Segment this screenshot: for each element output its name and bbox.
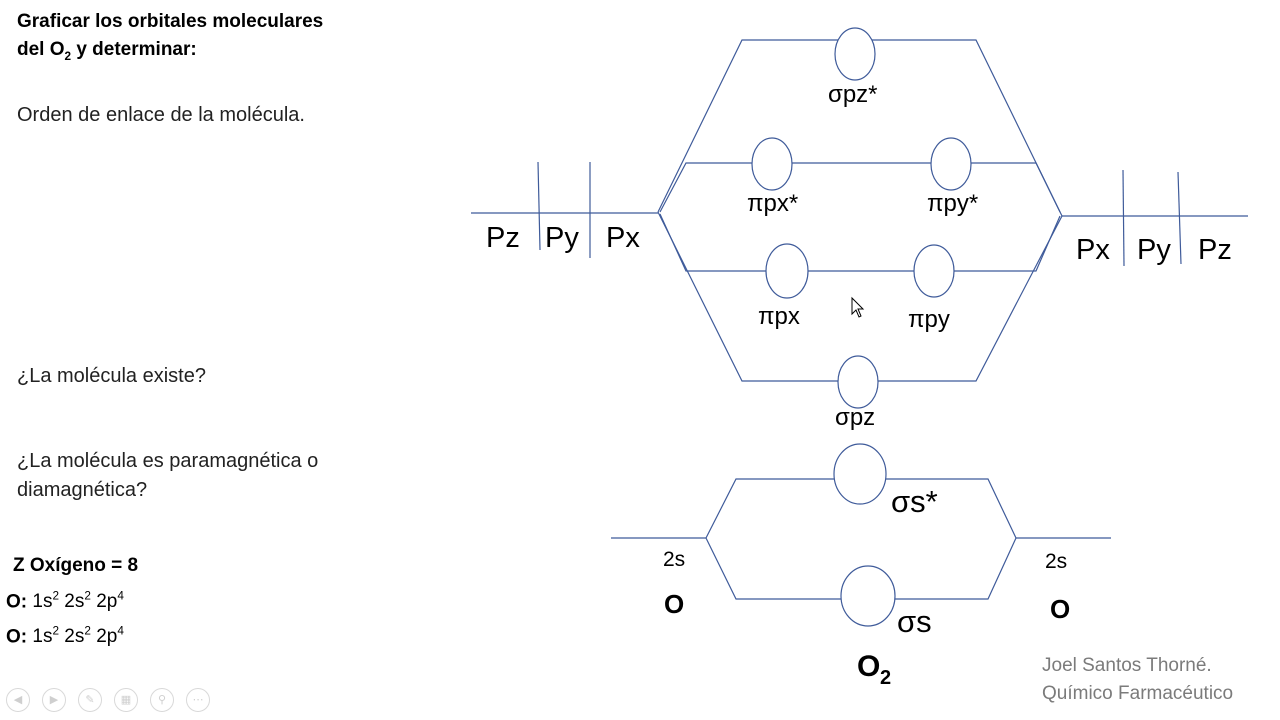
sigma-pz-label: σpz bbox=[835, 404, 875, 431]
left-2s-label: 2s bbox=[663, 548, 685, 571]
config-term: 1s2 bbox=[32, 625, 60, 648]
question-exists: ¿La molécula existe? bbox=[17, 365, 206, 387]
config-label: O: bbox=[6, 591, 28, 613]
sigma-pz-orbital bbox=[837, 355, 879, 409]
pi-star-band bbox=[659, 162, 1061, 213]
config-term: 2p4 bbox=[96, 625, 124, 648]
question-magnetic-2: diamagnética? bbox=[17, 479, 148, 501]
left-atom-label: O bbox=[664, 589, 684, 619]
pi-px-star-orbital bbox=[751, 137, 793, 191]
right-2s-label: 2s bbox=[1045, 550, 1067, 573]
left-p-label: Pz bbox=[486, 222, 520, 254]
orbital-ellipses bbox=[751, 27, 972, 627]
right-p-label: Px bbox=[1076, 234, 1110, 266]
right-p-label: Pz bbox=[1198, 234, 1232, 266]
more-icon[interactable]: ⋯ bbox=[186, 688, 210, 712]
forward-icon[interactable]: ▶ bbox=[42, 688, 66, 712]
p-labels: Pz Py Px Px Py Pz bbox=[486, 222, 1232, 266]
electron-config-1: O: 1s2 2s2 2p4 bbox=[6, 590, 124, 613]
mo-labels: σpz* πpx* πpy* πpx πpy σpz bbox=[747, 81, 978, 431]
author-name: Joel Santos Thorné. bbox=[1042, 655, 1212, 676]
zoom-icon[interactable]: ⚲ bbox=[150, 688, 174, 712]
title-line-1: Graficar los orbitales moleculares bbox=[17, 11, 324, 32]
slide-title: Graficar los orbitales moleculares del O… bbox=[17, 8, 323, 71]
question-magnetic-1: ¿La molécula es paramagnética o bbox=[17, 450, 319, 472]
sigma-pz-star-orbital bbox=[834, 27, 876, 81]
atom-labels: O O bbox=[664, 589, 1070, 624]
right-atom-label: O bbox=[1050, 594, 1070, 624]
config-term: 2s2 bbox=[64, 625, 91, 648]
electron-config-2: O: 1s2 2s2 2p4 bbox=[6, 625, 124, 648]
left-p-label: Px bbox=[606, 222, 640, 254]
sigma-pz-star-label: σpz* bbox=[828, 81, 878, 108]
question-bond-order: Orden de enlace de la molécula. bbox=[17, 104, 305, 126]
cursor-icon bbox=[851, 296, 865, 318]
left-p-label: Py bbox=[545, 222, 579, 254]
diagram-lines bbox=[471, 39, 1248, 600]
sigma-s-star-orbital bbox=[833, 443, 887, 505]
pi-band bbox=[659, 213, 1061, 272]
pi-py-label: πpy bbox=[908, 306, 950, 333]
config-label: O: bbox=[6, 626, 28, 648]
molecule-base: O bbox=[857, 650, 880, 683]
right-p-label: Py bbox=[1137, 234, 1171, 266]
pi-py-star-orbital bbox=[930, 137, 972, 191]
pi-py-star-label: πpy* bbox=[927, 190, 978, 217]
s-mo-labels: σs* σs bbox=[891, 484, 938, 639]
molecule-subscript: 2 bbox=[880, 667, 891, 689]
author-title: Químico Farmacéutico bbox=[1042, 683, 1234, 704]
title-line-2: del O2 y determinar: bbox=[17, 39, 197, 63]
config-term: 2s2 bbox=[64, 590, 91, 613]
pi-px-label: πpx bbox=[758, 303, 800, 330]
atomic-number: Z Oxígeno = 8 bbox=[13, 555, 139, 576]
slides-icon[interactable]: ▦ bbox=[114, 688, 138, 712]
sigma-s-star-label: σs* bbox=[891, 484, 938, 519]
back-icon[interactable]: ◀ bbox=[6, 688, 30, 712]
pi-px-star-label: πpx* bbox=[747, 190, 798, 217]
pen-icon[interactable]: ✎ bbox=[78, 688, 102, 712]
sigma-s-label: σs bbox=[897, 604, 932, 639]
sigma-s-orbital bbox=[840, 565, 896, 627]
molecule-label: O 2 bbox=[857, 650, 891, 689]
s-level-labels: 2s 2s bbox=[663, 548, 1067, 573]
config-term: 2p4 bbox=[96, 590, 124, 613]
pi-px-orbital bbox=[765, 243, 809, 299]
pi-py-orbital bbox=[913, 244, 955, 298]
config-term: 1s2 bbox=[32, 590, 60, 613]
